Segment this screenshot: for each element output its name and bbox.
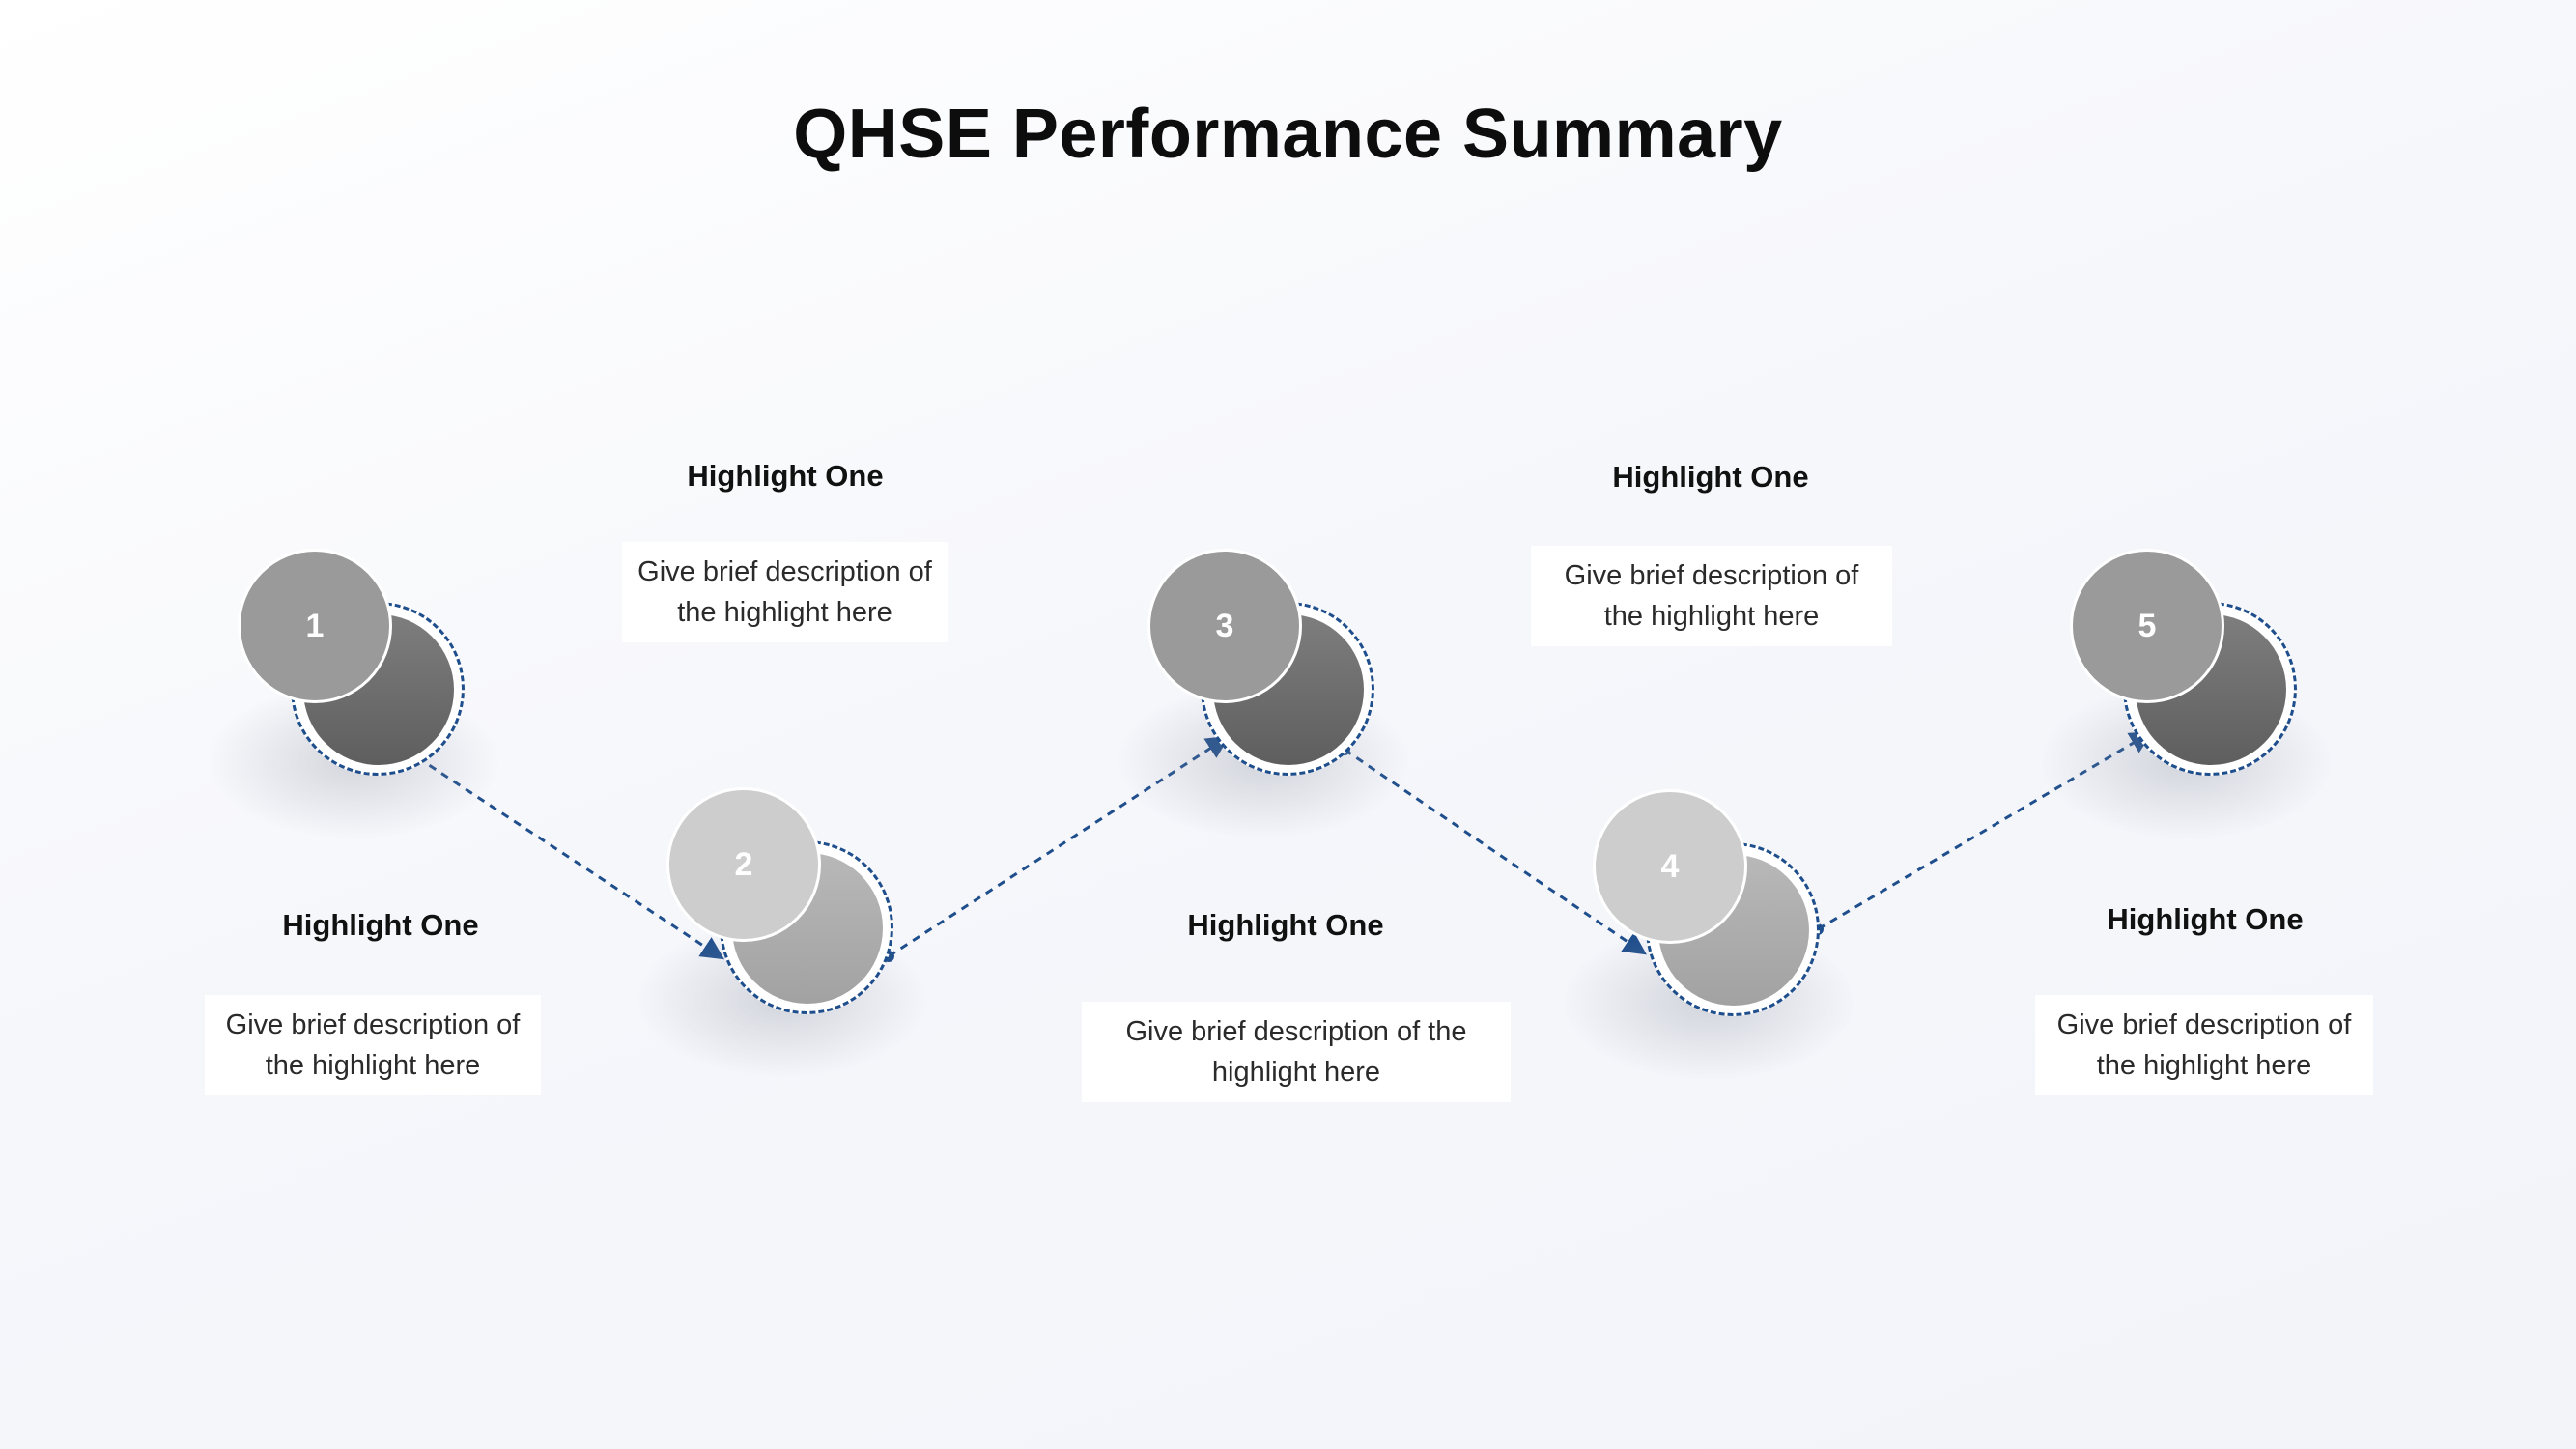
connector-1-2: [416, 755, 725, 960]
connector-3-4: [1344, 748, 1647, 955]
node-number-2: 2: [666, 787, 821, 942]
highlight-title-5: Highlight One: [2107, 902, 2304, 936]
slide-title: QHSE Performance Summary: [793, 96, 1783, 173]
highlight-title-1: Highlight One: [282, 908, 479, 942]
node-number-5: 5: [2070, 549, 2224, 703]
node-number-4: 4: [1593, 789, 1747, 944]
highlight-description-2: Give brief description of the highlight …: [622, 542, 948, 642]
connector-2-3: [888, 735, 1231, 958]
node-number-3: 3: [1147, 549, 1302, 703]
highlight-description-3: Give brief description of the highlight …: [1082, 1002, 1511, 1102]
highlight-description-4: Give brief description of the highlight …: [1531, 546, 1892, 646]
connector-4-5: [1817, 730, 2154, 931]
highlight-title-2: Highlight One: [687, 459, 884, 493]
highlight-description-5: Give brief description of the highlight …: [2035, 995, 2373, 1095]
highlight-title-3: Highlight One: [1187, 908, 1384, 942]
highlight-description-1: Give brief description of the highlight …: [205, 995, 541, 1095]
highlight-title-4: Highlight One: [1612, 460, 1809, 494]
node-number-1: 1: [238, 549, 392, 703]
